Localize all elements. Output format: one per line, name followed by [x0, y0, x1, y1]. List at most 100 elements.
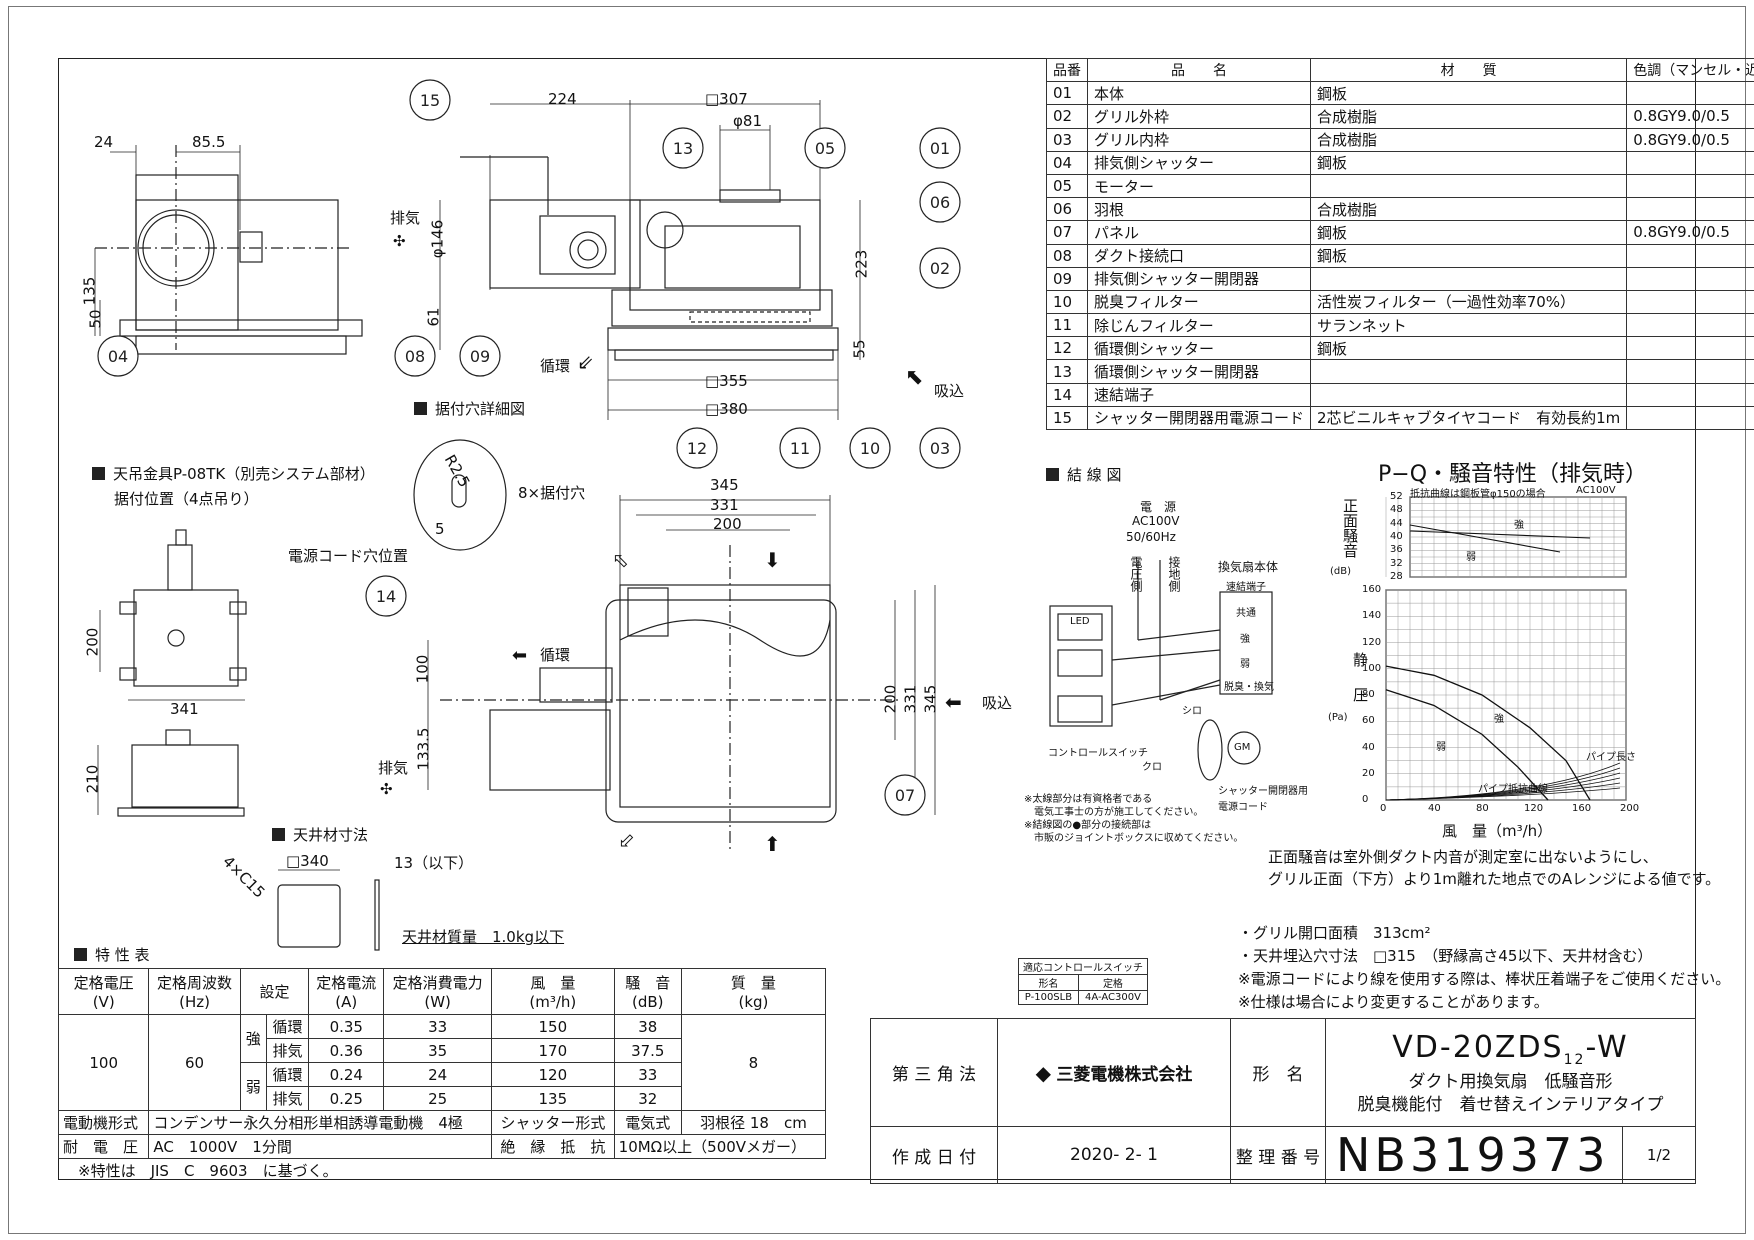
terminal-deodor: 脱臭・換気 — [1224, 682, 1274, 693]
dim-front-345: 345 — [710, 476, 739, 494]
part-color — [1626, 150, 1754, 175]
terminal-common: 共通 — [1236, 608, 1256, 619]
noise-strong-label: 強 — [1514, 520, 1524, 531]
dim-133-5: 133.5 — [414, 727, 433, 771]
balloon-number: 13 — [673, 139, 693, 158]
balloon-circle — [365, 575, 407, 617]
pq-footnote-1: 正面騒音は室外側ダクト内音が測定室に出ないようにし、 — [1268, 848, 1658, 866]
parts-table: 品番 品 名 材 質 色調（マンセル・近） 01本体鋼板02グリル外枠合成樹脂0… — [1046, 57, 1754, 431]
noise-axis-label: 正面騒音 — [1341, 498, 1359, 558]
mount-holes-label: 8×据付穴 — [518, 484, 586, 502]
exhaust-label-front: 排気 — [378, 759, 409, 777]
wiring-title-text: 結 線 図 — [1067, 466, 1122, 484]
mitsubishi-logo-icon: ◆ — [1035, 1061, 1051, 1085]
spec-blade-label: 羽根径 — [700, 1114, 746, 1132]
y-tick-label: 80 — [1362, 689, 1375, 700]
wiring-note-4: 市販のジョイントボックスに収めてください。 — [1034, 833, 1244, 844]
part-color — [1626, 405, 1754, 431]
pq-chart — [1385, 496, 1627, 801]
balloon-circle — [919, 181, 961, 223]
part-material — [1310, 266, 1628, 291]
diag-arrow-icon-2: ⬃ — [618, 828, 635, 852]
pq-series-line-strong — [1385, 665, 1591, 801]
dim-355: □355 — [705, 372, 748, 390]
hanger-title: 天吊金具P-08TK（別売システム部材） — [92, 463, 375, 484]
spec-mode: 排気 — [265, 1038, 310, 1063]
noise-line-strong — [1409, 530, 1591, 539]
pq-series-line-weak — [1385, 689, 1549, 801]
dim-5: 5 — [435, 520, 445, 538]
pipe-resistance-curve — [1385, 762, 1621, 801]
noise-tick-label: 28 — [1390, 570, 1403, 582]
balloon-circle — [676, 427, 718, 469]
noise-tick-label: 44 — [1390, 517, 1403, 529]
compat-col-1: 形名 — [1018, 974, 1079, 991]
dim-side-200: 200 — [881, 684, 900, 714]
spec-current: 0.24 — [308, 1062, 385, 1087]
part-color — [1626, 359, 1754, 384]
compat-title: 適応コントロールスイッチ — [1018, 958, 1148, 975]
bullet-icon — [1046, 468, 1059, 481]
dim-146: φ146 — [428, 219, 447, 259]
dim-380: □380 — [705, 400, 748, 418]
dim-24: 24 — [94, 133, 114, 151]
note-2: ※電源コードにより線を使用する際は、棒状圧着端子をご使用ください。 — [1238, 970, 1731, 988]
spec-voltage: 100 — [57, 1014, 150, 1111]
dim-side-345: 345 — [921, 684, 940, 714]
bullet-icon — [414, 402, 427, 415]
parts-header-name: 品 名 — [1086, 57, 1312, 83]
spec-withstand-label: 耐 電 圧 — [57, 1134, 150, 1159]
intake-arrow-icon: ⬉ — [905, 365, 924, 390]
circulation-label-top: 循環 — [540, 357, 571, 375]
x-tick-label: 120 — [1524, 803, 1544, 814]
balloon-number: 07 — [895, 786, 915, 805]
part-no: 10 — [1046, 289, 1088, 315]
spec-noise: 32 — [613, 1086, 682, 1111]
part-name: 循環側シャッター開閉器 — [1086, 359, 1312, 384]
balloon-number: 11 — [790, 439, 810, 458]
part-color — [1626, 336, 1754, 361]
pipe-resistance-label: パイプ抵抗曲線 — [1478, 784, 1548, 795]
part-name: 脱臭フィルター — [1086, 289, 1312, 315]
intake-left-arrow-icon: ⬅ — [945, 690, 962, 714]
part-material: 鋼板 — [1310, 243, 1628, 268]
mount-hole-title: 据付穴詳細図 — [414, 398, 525, 419]
spec-blade: 羽根径 18 cm — [680, 1110, 827, 1135]
note-1: ・天井埋込穴寸法 □315 （野縁高さ45以下、天井材含む） — [1238, 947, 1653, 965]
spec-weak: 弱 — [239, 1062, 267, 1111]
part-color — [1626, 266, 1754, 291]
black-wire-label: クロ — [1142, 762, 1162, 773]
front-view — [413, 439, 936, 850]
spec-h-power: 定格消費電力 (W) — [383, 968, 493, 1015]
led-label: LED — [1070, 616, 1090, 627]
white-wire-label: シロ — [1182, 706, 1202, 717]
pq-noise-note: 抵抗曲線は鋼板管φ150の場合 — [1410, 489, 1546, 500]
part-no: 01 — [1046, 81, 1088, 106]
motor-label: GM — [1234, 742, 1251, 753]
note-0: ・グリル開口面積 313cm² — [1238, 924, 1431, 942]
balloon-number: 14 — [376, 587, 396, 606]
y-tick-label: 60 — [1362, 715, 1375, 727]
y-tick-label: 20 — [1362, 767, 1375, 779]
terminal-strong: 強 — [1240, 634, 1250, 645]
intake-label-top: 吸込 — [934, 382, 965, 400]
balloon-circle — [97, 335, 139, 377]
shutter-cord-label: シャッター開閉器用 — [1218, 786, 1308, 797]
model-suffix: -W — [1585, 1029, 1629, 1065]
pq-x-label: 風 量（m³/h） — [1442, 822, 1553, 840]
part-name: 速結端子 — [1086, 382, 1312, 407]
balloon-number: 15 — [420, 91, 440, 110]
part-material: 合成樹脂 — [1310, 104, 1628, 129]
spec-current: 0.35 — [308, 1014, 385, 1039]
mount-hole-title-text: 据付穴詳細図 — [435, 400, 526, 418]
bullet-icon — [272, 828, 285, 841]
